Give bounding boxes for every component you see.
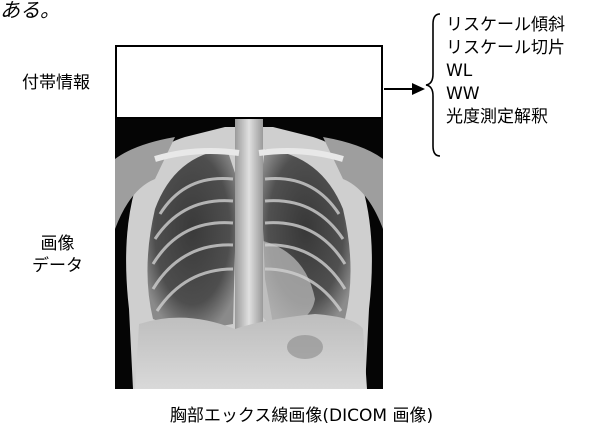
header-field-wl: WL [446, 61, 473, 81]
header-field-rescale-intercept: リスケール切片 [446, 38, 565, 58]
left-brace-icon [425, 13, 441, 157]
cropped-text-fragment: ある。 [0, 0, 60, 22]
image-data-label-line2: データ [32, 256, 83, 277]
image-data-label: 画像 データ [32, 233, 83, 277]
figure-caption: 胸部エックス線画像(DICOM 画像) [169, 406, 434, 426]
right-arrow-icon [384, 83, 425, 95]
header-info-box [115, 45, 383, 119]
chest-xray-image [115, 119, 383, 389]
header-field-rescale-slope: リスケール傾斜 [446, 15, 565, 35]
header-info-label: 付帯情報 [22, 73, 90, 93]
header-field-photometric-interpretation: 光度測定解釈 [446, 107, 548, 127]
chest-xray-illustration [115, 119, 383, 389]
header-field-ww: WW [446, 84, 480, 104]
header-field-list: リスケール傾斜 リスケール切片 WL WW 光度測定解釈 [446, 14, 565, 129]
image-data-label-line1: 画像 [40, 234, 75, 254]
